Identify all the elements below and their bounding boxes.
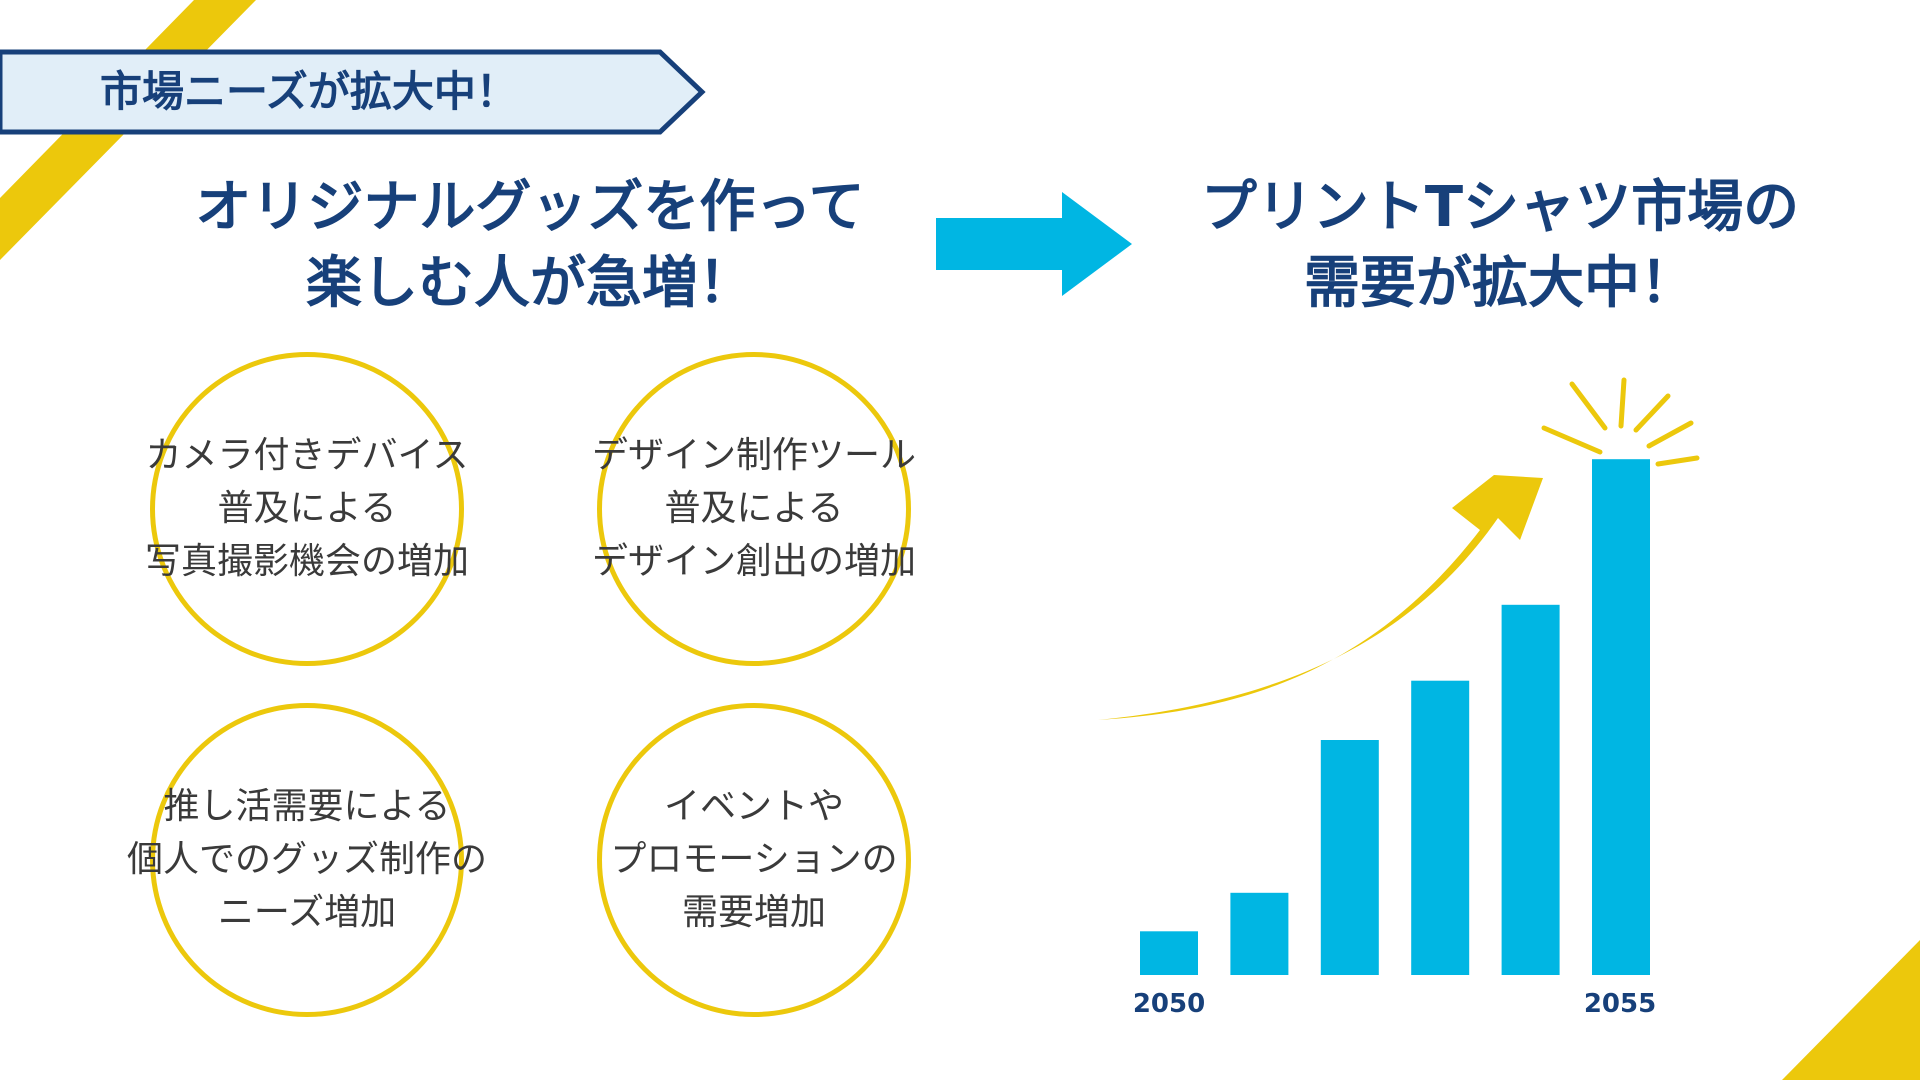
bottom-right-stripe xyxy=(1782,940,1920,1080)
x-axis-label-start: 2050 xyxy=(1133,989,1205,1019)
factor-text-1: カメラ付きデバイス 普及による 写真撮影機会の増加 xyxy=(97,429,517,588)
factor-circle-3 xyxy=(150,703,464,1017)
factor-4-line-2: プロモーションの xyxy=(610,839,898,880)
curved-up-arrow-icon xyxy=(1098,475,1543,720)
banner-title: 市場ニーズが拡大中！ xyxy=(100,67,518,116)
factor-2-line-3: デザイン創出の増加 xyxy=(591,541,916,582)
left-headline-line-2: 楽しむ人が急増！ xyxy=(306,251,754,316)
right-headline-line-2: 需要が拡大中！ xyxy=(1304,251,1696,316)
x-axis-label-end: 2055 xyxy=(1584,989,1656,1019)
factor-1-line-2: 普及による xyxy=(217,488,397,529)
factor-text-4: イベントや プロモーションの 需要増加 xyxy=(544,780,964,939)
banner-shape xyxy=(0,49,706,135)
chart-bar-5 xyxy=(1501,604,1560,975)
sparkle-burst-icon xyxy=(1541,377,1700,467)
right-headline-line-1: プリントTシャツ市場の xyxy=(1200,175,1800,240)
left-headline: オリジナルグッズを作って 楽しむ人が急増！ xyxy=(130,170,930,322)
growth-bar-chart: 2050 2055 xyxy=(1098,377,1700,1019)
factor-1-line-3: 写真撮影機会の増加 xyxy=(144,541,469,582)
factor-3-line-3: ニーズ増加 xyxy=(217,892,397,933)
factor-1-line-1: カメラ付きデバイス xyxy=(145,435,469,476)
chart-bar-1 xyxy=(1140,931,1198,975)
factor-circle-4 xyxy=(597,703,911,1017)
factor-circle-2 xyxy=(597,352,911,666)
chart-bars xyxy=(1140,459,1650,975)
factor-text-2: デザイン制作ツール 普及による デザイン創出の増加 xyxy=(544,429,964,588)
right-headline: プリントTシャツ市場の 需要が拡大中！ xyxy=(1130,170,1870,322)
factor-2-line-1: デザイン制作ツール xyxy=(591,435,916,476)
factor-4-line-1: イベントや xyxy=(663,786,844,827)
chart-bar-4 xyxy=(1411,680,1470,975)
factor-2-line-2: 普及による xyxy=(664,488,844,529)
factor-4-line-3: 需要増加 xyxy=(681,892,826,933)
left-headline-line-1: オリジナルグッズを作って xyxy=(195,175,865,240)
chart-bar-2 xyxy=(1230,892,1289,975)
factor-text-3: 推し活需要による 個人でのグッズ制作の ニーズ増加 xyxy=(97,780,517,939)
arrow-right-icon xyxy=(936,192,1132,296)
factor-3-line-2: 個人でのグッズ制作の xyxy=(126,839,487,880)
chart-bar-3 xyxy=(1320,740,1379,975)
chart-bar-6 xyxy=(1592,459,1650,975)
factor-3-line-1: 推し活需要による xyxy=(163,786,451,827)
factor-circle-1 xyxy=(150,352,464,666)
